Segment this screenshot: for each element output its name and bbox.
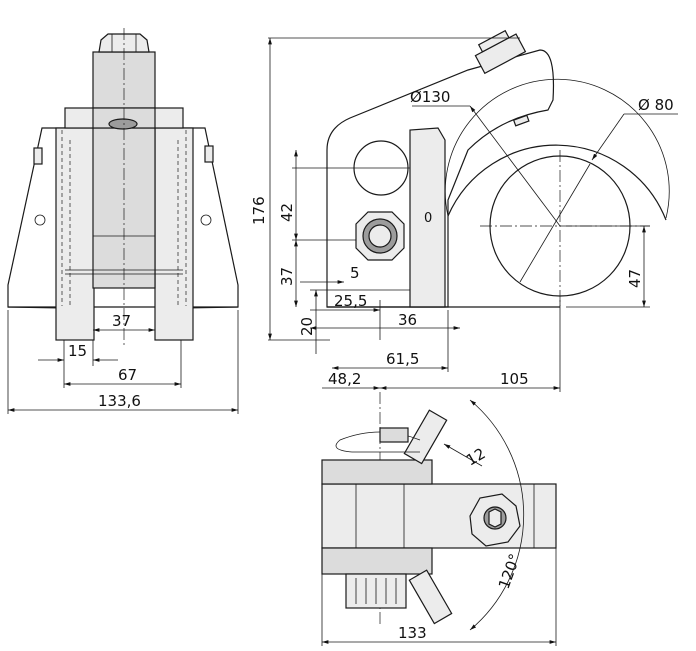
top-view: 120° 12 133 — [321, 392, 557, 646]
dim-front-15: 15 — [68, 342, 87, 360]
front-left-stub — [33, 147, 43, 165]
dim-front-37: 37 — [112, 312, 131, 330]
top-arc-120 — [469, 399, 525, 631]
side-top-connector — [474, 29, 527, 75]
svg-text:0: 0 — [424, 211, 432, 226]
dim-side-105: 105 — [500, 370, 529, 388]
dim-front-133-6: 133,6 — [98, 392, 141, 410]
top-main-body — [321, 483, 557, 549]
top-connector-upper — [403, 409, 448, 465]
dim-side-25-5: 25,5 — [334, 292, 367, 310]
top-connector-lower — [408, 569, 453, 625]
top-upper-block — [321, 459, 433, 485]
front-left-plate — [55, 127, 95, 341]
dim-side-176: 176 — [250, 196, 268, 225]
dim-side-37: 37 — [278, 267, 296, 286]
dim-side-61-5: 61,5 — [386, 350, 419, 368]
front-left-pin — [34, 214, 46, 226]
side-body — [326, 49, 555, 308]
dim-side-5: 5 — [350, 264, 360, 282]
top-coupler — [379, 427, 409, 443]
dim-top-133: 133 — [398, 624, 427, 642]
dim-side-47: 47 — [626, 269, 644, 288]
side-arc-outer — [447, 144, 667, 221]
dim-side-dia-80: Ø 80 — [638, 96, 674, 114]
top-lower-block — [321, 547, 433, 575]
front-view: 37 15 67 133,6 — [7, 28, 239, 414]
side-arc-130 — [444, 78, 670, 219]
front-right-plate — [154, 127, 194, 341]
front-top-slot — [108, 118, 138, 130]
dim-side-20: 20 — [298, 317, 316, 336]
front-right-stub — [204, 145, 214, 163]
side-view: 0 176 42 37 20 5 25,5 36 61,5 — [250, 29, 678, 392]
front-right-pin — [200, 214, 212, 226]
dim-side-48-2: 48,2 — [328, 370, 361, 388]
dim-top-12: 12 — [463, 444, 489, 469]
dim-side-dia-130: Ø130 — [410, 88, 450, 106]
dim-side-42: 42 — [278, 203, 296, 222]
dim-front-67: 67 — [118, 366, 137, 384]
dim-side-36: 36 — [398, 311, 417, 329]
dim-top-120: 120° — [495, 551, 524, 591]
